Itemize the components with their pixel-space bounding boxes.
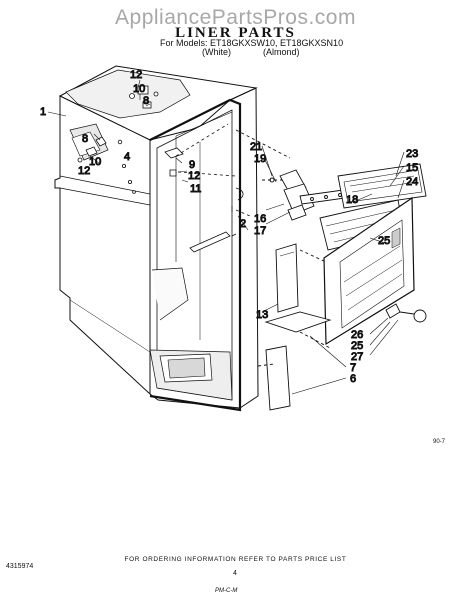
callout-18: 18: [346, 194, 358, 206]
callout-8: 8: [143, 95, 149, 107]
duct-and-gaskets: [257, 243, 332, 411]
callout-13: 13: [256, 309, 268, 321]
callout-10: 10: [89, 156, 101, 168]
callout-25: 25: [351, 340, 363, 352]
callout-4: 4: [124, 151, 130, 163]
models-line: For Models: ET18GKXSW10, ET18GKXSN10: [160, 38, 344, 48]
callout-27: 27: [351, 351, 363, 363]
callout-1: 1: [40, 106, 46, 118]
evaporator-cover-assembly: [235, 129, 427, 346]
top-hardware: [77, 85, 159, 194]
callout-23: 23: [406, 148, 418, 160]
publication-mark: PM-C-M: [215, 588, 238, 594]
callout-7: 7: [350, 362, 356, 374]
callout-12: 12: [78, 165, 90, 177]
page-title: LINER PARTS: [175, 25, 296, 41]
callout-10: 10: [133, 83, 145, 95]
ordering-note: FOR ORDERING INFORMATION REFER TO PARTS …: [124, 556, 347, 563]
callout-15: 15: [406, 162, 418, 174]
page-number: 4: [233, 570, 237, 577]
callout-17: 17: [254, 225, 266, 237]
callout-12: 12: [130, 69, 142, 81]
figure-code: 90-7: [433, 439, 446, 445]
callout-19: 19: [254, 153, 266, 165]
callout-26: 26: [351, 329, 363, 341]
document-number: 4315974: [6, 563, 34, 570]
callout-16: 16: [254, 213, 266, 225]
callout-9: 9: [189, 159, 195, 171]
color-almond-label: (Almond): [263, 47, 300, 57]
callout-2: 2: [240, 218, 246, 230]
callout-8: 8: [82, 133, 88, 145]
callout-leaders: [47, 79, 405, 395]
control-parts: [164, 123, 251, 253]
liner-cabinet: [54, 65, 259, 412]
watermark: AppliancePartsPros.com: [115, 6, 356, 29]
callout-24: 24: [406, 176, 418, 188]
callout-21: 21: [250, 141, 262, 153]
callout-12: 12: [188, 170, 200, 182]
color-white-label: (White): [202, 47, 231, 57]
callout-11: 11: [190, 183, 201, 195]
callout-6: 6: [350, 373, 356, 385]
callout-25: 25: [378, 235, 390, 247]
